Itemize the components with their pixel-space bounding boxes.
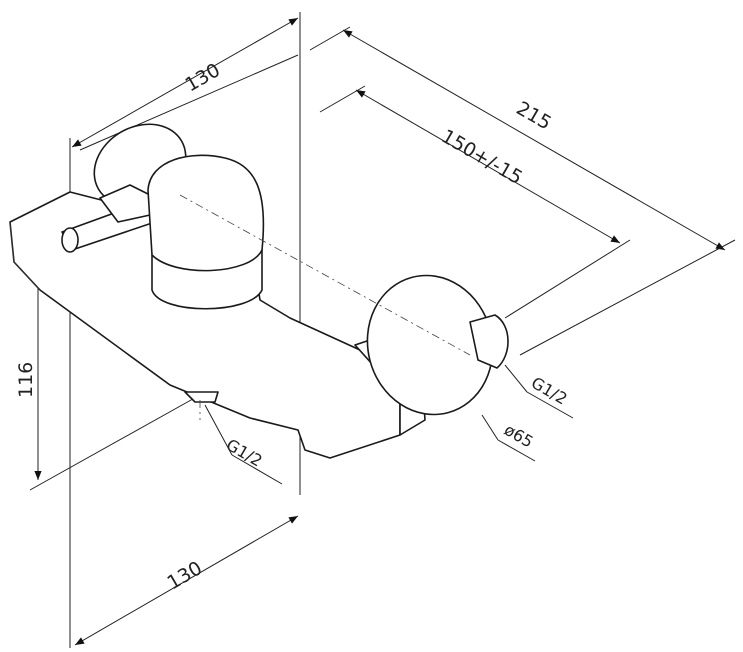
- label-g12-inlet: G1/2: [528, 373, 571, 409]
- dimension-depth-adjust: 150+/-15: [319, 85, 631, 319]
- label-116: 116: [15, 362, 37, 398]
- label-130-bottom: 130: [164, 557, 206, 594]
- dimension-width-top: 130: [71, 17, 299, 151]
- label-215: 215: [513, 97, 555, 134]
- callout-flange-diameter: ø65: [481, 414, 537, 462]
- dimension-depth-total: 215: [309, 26, 736, 356]
- label-130-top: 130: [182, 59, 224, 96]
- label-o65: ø65: [501, 420, 537, 452]
- mixer-body: [9, 123, 509, 459]
- dimension-width-bottom: 130: [74, 515, 299, 646]
- callout-inlet-thread: G1/2: [504, 364, 574, 419]
- label-g12-outlet: G1/2: [223, 435, 266, 471]
- label-150: 150+/-15: [438, 125, 527, 189]
